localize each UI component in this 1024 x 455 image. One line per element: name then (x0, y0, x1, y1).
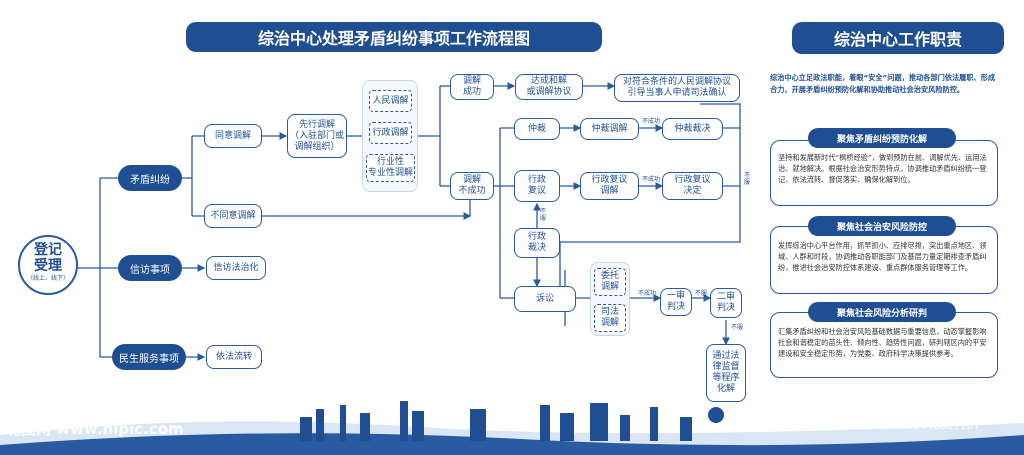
duty-section-1-title: 聚焦矛盾纠纷预防化解 (808, 128, 956, 148)
note-second-not-accept: 不服 (730, 324, 743, 331)
people-mediation: 人民调解 (369, 90, 412, 112)
duty-section-1-text: 坚持和发展新时代“枫桥经验”，做到预防在前、调解优先、运用法治、就地解决。根据社… (778, 153, 987, 184)
branch-dispute: 矛盾纠纷 (118, 165, 182, 191)
branch-service: 民生服务事项 (112, 344, 186, 370)
admin-ruling: 行政 裁决 (514, 228, 560, 258)
branch-petition: 信访事项 (118, 255, 182, 281)
admin-review-mediation: 行政复议 调解 (580, 172, 639, 200)
mediation-success: 调解 成功 (450, 74, 494, 100)
watermark-right: ID:2386263 NO:20251128093448889107 (762, 420, 980, 432)
duties-title: 综治中心工作职责 (792, 22, 1004, 54)
disagree-mediation: 不同意调解 (204, 204, 262, 228)
admin-review: 行政 复议 (514, 170, 560, 202)
judicial-mediation: 司法 调解 (594, 304, 626, 332)
duty-section-3-text: 汇集矛盾纠纷和社会治安风险基础数据与重要信息，动态掌握影响社会和谐稳定的苗头性、… (778, 327, 987, 358)
note-admin-not-accept: 不 服 (539, 208, 546, 222)
register-line1: 登记 (34, 242, 62, 258)
first-trial: 一审 判决 (660, 288, 692, 316)
note-first-not-accept: 不服 (694, 290, 707, 297)
arbitration-mediation: 仲裁调解 (580, 118, 639, 140)
city-skyline-graphic (0, 401, 1024, 455)
settlement-agreement: 达成和解 或调解协议 (515, 74, 583, 100)
flowchart-title: 综治中心处理矛盾纠纷事项工作流程图 (186, 22, 602, 52)
first-mediation: 先行调解 （入驻部门或 调解组织） (287, 114, 347, 158)
arbitration-award: 仲裁裁决 (662, 118, 723, 140)
second-trial: 二审 判决 (710, 288, 742, 318)
legal-supervision: 通过法 律监督 等程序 化解 (706, 344, 746, 402)
arbitration: 仲裁 (514, 118, 560, 140)
admin-review-decision: 行政复议 决定 (662, 172, 723, 200)
judicial-confirmation: 对符合条件的人民调解协议 引导当事人申请司法确认 (614, 74, 740, 102)
duty-section-3-title: 聚焦社会风险分析研判 (808, 302, 956, 322)
duty-section-2-title: 聚焦社会治安风险防控 (808, 216, 956, 236)
register-accept-node: 登记 受理 （线上、线下） (18, 235, 78, 295)
admin-mediation: 行政调解 (369, 122, 412, 144)
industry-mediation: 行业性 专业性调解 (366, 154, 415, 182)
mediation-fail: 调解 不成功 (450, 172, 494, 200)
note-right-not-accept: 不 服 (743, 172, 750, 186)
duty-section-2-text: 发挥综治中心平台作用，抓早抓小、应排尽排，突出重点地区、领域、人群和时段，协调推… (778, 241, 987, 272)
watermark-left: 昵图网 www.nipic.com (6, 420, 184, 438)
litigation: 诉讼 (514, 286, 576, 312)
note-arbitration-fail: 不成功 (641, 118, 660, 125)
duties-intro: 综治中心立足政法职能，着眼“安全”问题，推动各部门依法履职、形成合力，开展矛盾纠… (770, 73, 996, 94)
entrusted-mediation: 委托 调解 (594, 268, 626, 296)
note-review-fail: 不成功 (641, 176, 660, 183)
register-sub: （线上、线下） (26, 275, 69, 282)
agree-mediation: 同意调解 (204, 124, 262, 148)
register-line2: 受理 (34, 258, 62, 274)
note-litigation-fail: 不成功 (637, 290, 656, 297)
petition-result: 信访法治化 (206, 256, 266, 280)
service-result: 依法流转 (206, 345, 262, 369)
